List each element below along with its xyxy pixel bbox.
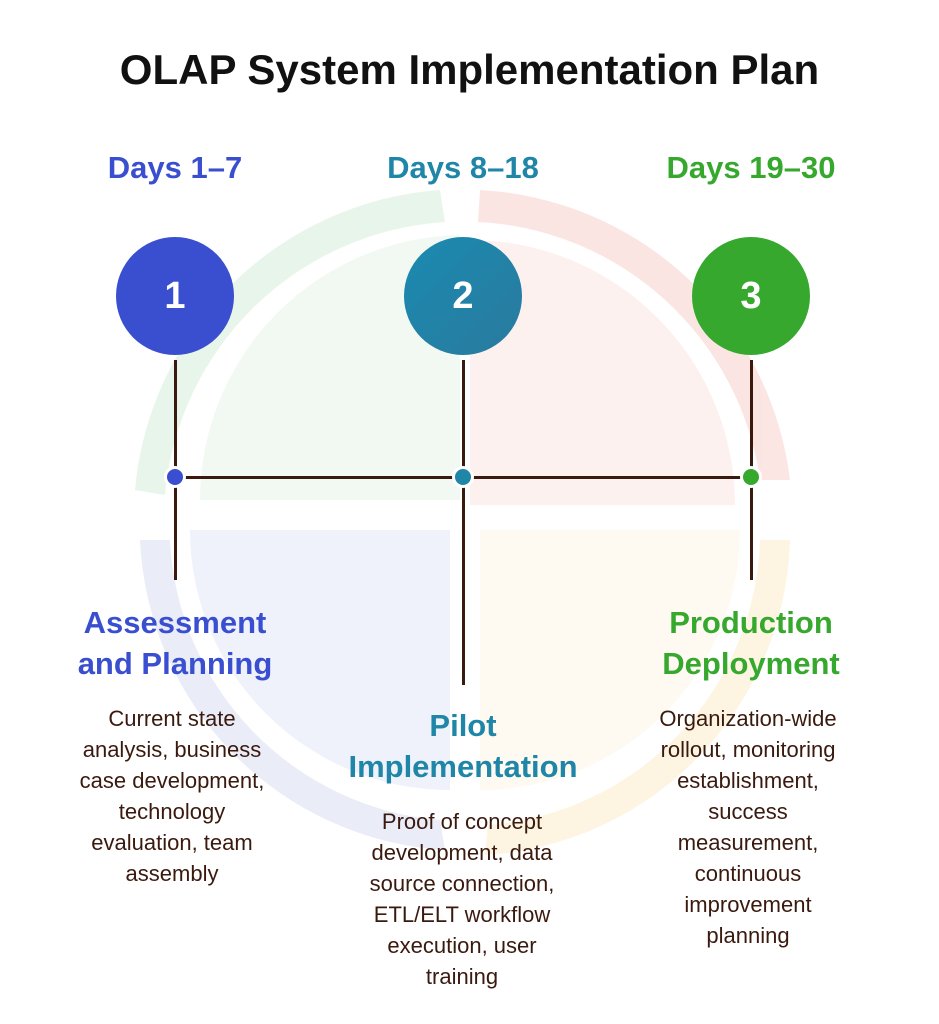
phase-3-title-line: Deployment bbox=[662, 646, 840, 681]
phase-3-title-line: Production bbox=[669, 605, 833, 640]
description-line: training bbox=[425, 964, 499, 989]
phase-2-title-line: Implementation bbox=[348, 749, 578, 784]
phase-3-description: Organization-wide rollout, monitoring es… bbox=[618, 703, 878, 951]
phase-2-title: Pilot Implementation bbox=[323, 705, 603, 787]
phase-3-title: Production Deployment bbox=[611, 602, 891, 684]
description-line: rollout, monitoring bbox=[660, 737, 836, 762]
phase-1-days: Days 1–7 bbox=[107, 150, 243, 185]
description-line: continuous bbox=[694, 861, 802, 886]
timeline-segment-1-2 bbox=[176, 476, 464, 479]
watermark-fill-red bbox=[470, 240, 735, 505]
page-title: OLAP System Implementation Plan bbox=[119, 46, 820, 93]
watermark-quadrant-blue bbox=[140, 540, 445, 850]
watermark-quadrant-yellow bbox=[485, 540, 790, 855]
timeline-segment-2-3 bbox=[464, 476, 752, 479]
description-line: success bbox=[708, 799, 788, 824]
description-line: Organization-wide bbox=[659, 706, 837, 731]
phase-2-title-line: Pilot bbox=[429, 708, 497, 743]
watermark-fill-blue bbox=[190, 530, 450, 790]
description-line: assembly bbox=[125, 861, 219, 886]
description-line: measurement, bbox=[677, 830, 819, 855]
phase-2-connector-line bbox=[462, 360, 465, 685]
description-line: evaluation, team bbox=[91, 830, 253, 855]
phase-2-number-circle: 2 bbox=[404, 237, 522, 355]
description-line: Proof of concept bbox=[381, 809, 543, 834]
description-line: Current state bbox=[108, 706, 236, 731]
description-line: technology bbox=[118, 799, 226, 824]
phase-2-timeline-dot bbox=[455, 469, 471, 485]
phase-1-timeline-dot bbox=[167, 469, 183, 485]
phase-3-days: Days 19–30 bbox=[666, 150, 836, 185]
phase-1-number-circle: 1 bbox=[116, 237, 234, 355]
phase-2-number: 2 bbox=[452, 274, 474, 317]
phase-1-title-line: Assessment bbox=[83, 605, 267, 640]
phase-2-days: Days 8–18 bbox=[387, 150, 539, 185]
description-line: source connection, bbox=[369, 871, 555, 896]
phase-3-timeline-dot bbox=[743, 469, 759, 485]
phase-1-title-line: and Planning bbox=[77, 646, 273, 681]
description-line: development, data bbox=[371, 840, 553, 865]
description-line: improvement bbox=[684, 892, 812, 917]
phase-3-number-circle: 3 bbox=[692, 237, 810, 355]
description-line: planning bbox=[706, 923, 790, 948]
description-line: execution, user bbox=[387, 933, 537, 958]
phase-2-description: Proof of concept development, data sourc… bbox=[332, 806, 592, 992]
phase-1-number: 1 bbox=[164, 274, 186, 317]
watermark-fill-green bbox=[199, 235, 460, 500]
description-line: case development, bbox=[79, 768, 265, 793]
phase-1-title: Assessment and Planning bbox=[35, 602, 315, 684]
phase-1-description: Current state analysis, business case de… bbox=[42, 703, 302, 889]
watermark-fill-yellow bbox=[480, 530, 740, 790]
description-line: analysis, business bbox=[82, 737, 262, 762]
description-line: ETL/ELT workflow bbox=[373, 902, 551, 927]
phase-3-number: 3 bbox=[740, 274, 762, 317]
description-line: establishment, bbox=[677, 768, 819, 793]
